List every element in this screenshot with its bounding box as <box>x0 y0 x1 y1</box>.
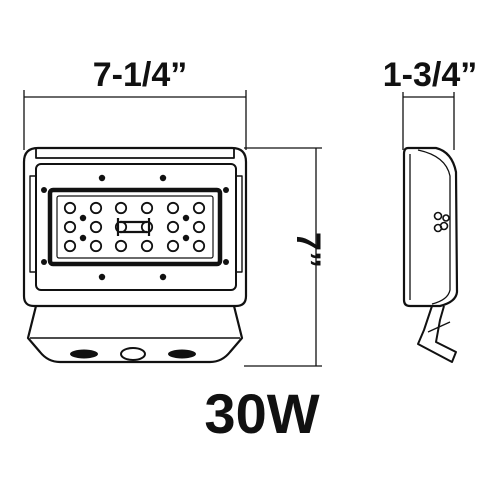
side-fin-right <box>235 175 243 273</box>
led-optic <box>89 220 103 234</box>
screw-icon <box>159 174 167 182</box>
lens-plate <box>47 187 223 267</box>
screw-icon <box>159 273 167 281</box>
conduit-slot-right <box>168 349 196 359</box>
led-optic <box>166 220 180 234</box>
bracket-line <box>427 321 451 333</box>
led-optic <box>63 220 77 234</box>
led-optic <box>140 239 154 253</box>
screw-icon <box>442 214 450 222</box>
led-optic <box>114 239 128 253</box>
side-body <box>402 146 459 308</box>
led-optic-inner <box>79 234 87 242</box>
led-optic-inner <box>79 214 87 222</box>
width-dimension <box>23 90 247 150</box>
lens-plate-inner <box>56 195 214 259</box>
center-optic-bracket <box>116 218 151 236</box>
screw-icon <box>41 187 47 193</box>
side-fin-profile <box>417 149 451 305</box>
screw-icon <box>98 273 106 281</box>
led-optic <box>89 201 103 215</box>
screw-icon <box>433 223 443 233</box>
led-optic <box>140 201 154 215</box>
led-optic <box>63 239 77 253</box>
screw-icon <box>223 259 229 265</box>
led-optic <box>166 201 180 215</box>
depth-dimension <box>402 92 455 150</box>
led-optic <box>192 201 206 215</box>
mounting-screws <box>41 174 229 281</box>
screw-icon <box>433 211 443 221</box>
side-knuckle <box>433 211 450 233</box>
knockout-center <box>120 347 146 361</box>
mounting-bracket <box>417 305 457 363</box>
housing-top-tab <box>35 148 235 159</box>
screw-icon <box>41 259 47 265</box>
led-optic <box>192 220 206 234</box>
led-optic <box>63 201 77 215</box>
housing-outline <box>22 146 248 308</box>
side-fin-left <box>29 175 37 273</box>
driver-housing <box>26 305 244 364</box>
height-dimension <box>244 147 322 367</box>
depth-label: 1-3/4” <box>383 56 478 94</box>
width-label: 7-1/4” <box>93 56 188 94</box>
screw-icon <box>98 174 106 182</box>
led-optic <box>114 201 128 215</box>
led-optic <box>166 239 180 253</box>
led-optic <box>89 239 103 253</box>
led-optic-inner <box>182 234 190 242</box>
screw-icon <box>223 187 229 193</box>
led-optic <box>192 239 206 253</box>
led-optic <box>140 220 154 234</box>
side-view <box>402 146 459 363</box>
led-optic-inner <box>182 214 190 222</box>
conduit-slot-left <box>70 349 98 359</box>
front-view <box>22 146 248 364</box>
led-array <box>63 201 206 253</box>
wattage-label: 30W <box>204 382 319 445</box>
height-label: 7” <box>289 232 327 268</box>
